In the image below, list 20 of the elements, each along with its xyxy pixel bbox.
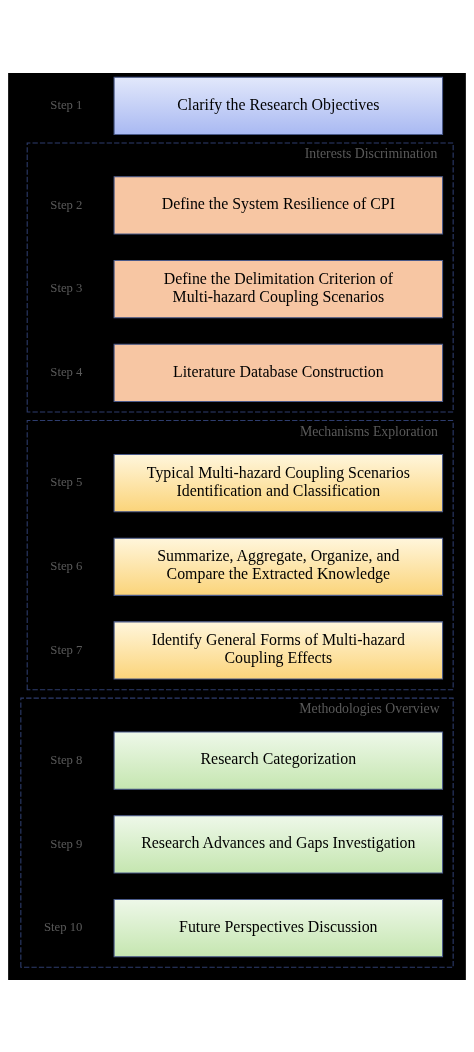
- node-label: Step 3: [50, 280, 83, 295]
- node-box: Typical Multi-hazard Coupling Scenarios Identification and Classification: [113, 453, 444, 512]
- node-box: Research Categorization: [113, 731, 444, 790]
- node-box: Define the Delimitation Criterion of Multi-hazard Coupling Scenarios: [113, 259, 444, 318]
- node-label: Step 6: [50, 558, 83, 573]
- node-box: Future Perspectives Discussion: [113, 898, 444, 957]
- node-label: Step 2: [50, 197, 83, 212]
- node-box: Define the System Resilience of CPI: [113, 175, 444, 235]
- node-label: Step 10: [43, 919, 83, 934]
- node-label: Step 4: [50, 364, 83, 379]
- node-box: Literature Database Construction: [113, 343, 444, 402]
- node-box: Identify General Forms of Multi-hazard Coupling Effects: [113, 620, 444, 680]
- node-box: Clarify the Research Objectives: [113, 76, 444, 135]
- node-box: Research Advances and Gaps Investigation: [113, 814, 444, 873]
- node-box: Summarize, Aggregate, Organize, and Compare the Extracted Knowledge: [113, 537, 444, 596]
- node-label: Step 5: [50, 474, 83, 489]
- node-label: Step 8: [50, 752, 83, 767]
- node-label: Step 1: [50, 97, 83, 112]
- node-label: Step 7: [50, 642, 83, 657]
- node-label: Step 9: [50, 836, 83, 851]
